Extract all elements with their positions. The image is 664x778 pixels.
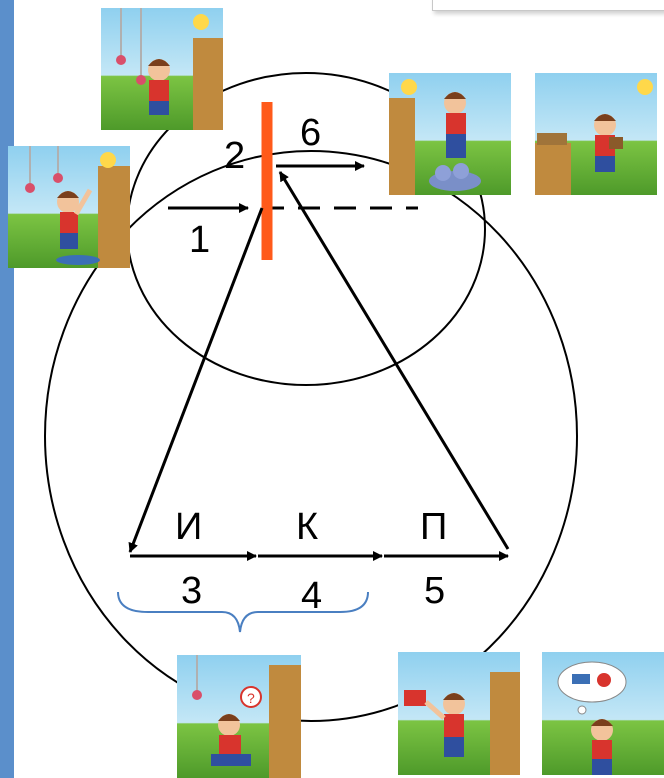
arrow-back-up [278,171,510,550]
illustration-boy-sign [398,652,520,775]
illustration-boy-thinking [542,652,664,775]
illustration-boy-looking-up [101,8,223,130]
illustration-boy-reaching [8,146,130,268]
svg-text:?: ? [247,690,255,706]
illustration-boy-question: ? [177,655,301,778]
label-step-6: 6 [300,112,322,154]
label-letter-p: П [420,506,448,548]
arrow-down-to-3 [128,207,264,553]
label-step-2: 2 [224,135,246,177]
label-letter-k: К [296,506,319,548]
illustration-boy-climbing [389,73,511,195]
top-box-edge [432,0,664,11]
label-step-3: 3 [181,570,203,612]
large-circle [44,150,578,722]
label-step-4: 4 [301,575,323,617]
label-step-1: 1 [189,219,211,261]
curly-brace [117,591,369,633]
label-letter-i: И [175,506,203,548]
illustration-boy-with-box [535,73,657,195]
label-step-5: 5 [424,570,446,612]
